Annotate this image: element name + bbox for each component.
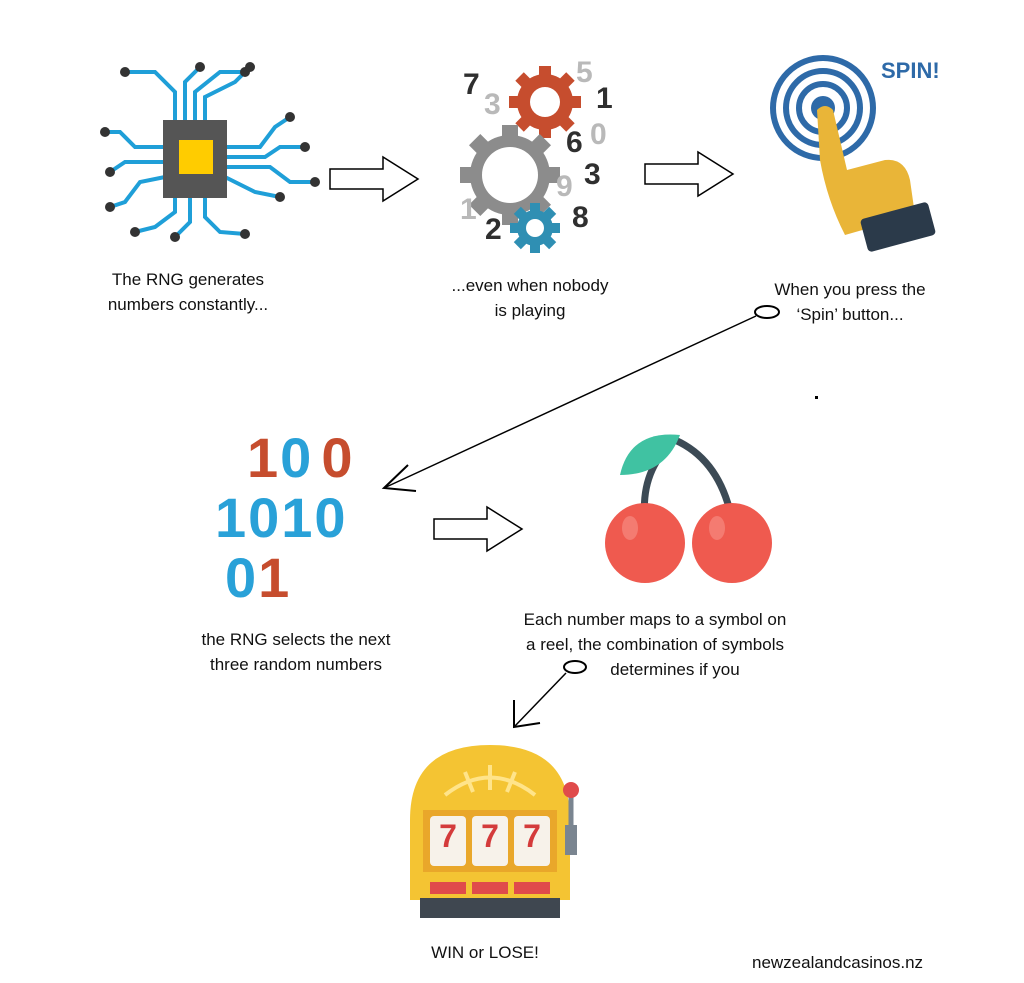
step4-caption-line1: the RNG selects the next — [201, 630, 391, 649]
step5-caption-line3: determines if you — [610, 660, 740, 679]
step3-caption-line1: When you press the — [774, 280, 926, 299]
slot-reel-3: 7 — [523, 818, 541, 854]
gear-number: 5 — [576, 56, 593, 89]
gear-number: 8 — [572, 201, 589, 234]
binary-digit: 0 — [321, 426, 355, 489]
gear-number: 7 — [463, 68, 480, 101]
gear-number: 1 — [460, 193, 477, 226]
binary-line-3: 01 — [225, 548, 291, 608]
step5-caption-line2: a reel, the combination of symbols — [526, 635, 784, 654]
step2-caption-line1: ...even when nobody — [451, 276, 609, 295]
arrow-right-icon — [644, 150, 735, 198]
binary-line-2: 1010 — [215, 486, 348, 549]
circuit-chip-icon — [100, 62, 320, 242]
step2-caption: ...even when nobody is playing — [430, 273, 630, 323]
gears-icon — [460, 66, 581, 253]
gear-number: 9 — [556, 170, 573, 203]
step3-caption-line2: ‘Spin’ button... — [796, 305, 904, 324]
gear-number: 1 — [596, 82, 613, 115]
gear-number: 3 — [584, 158, 601, 191]
slot-machine-icon — [410, 745, 579, 918]
step1-caption-line1: The RNG generates — [111, 270, 265, 289]
gear-number: 3 — [484, 88, 501, 121]
step5-caption: Each number maps to a symbol on a reel, … — [505, 607, 805, 682]
connector-arrow — [381, 305, 780, 492]
step3-caption: When you press the ‘Spin’ button... — [750, 277, 950, 327]
step1-caption: The RNG generates numbers constantly... — [88, 267, 288, 317]
step4-caption-line2: three random numbers — [210, 655, 382, 674]
slot-reel-2: 7 — [481, 818, 499, 854]
slot-reel-1: 7 — [439, 818, 457, 854]
stray-dot — [815, 396, 818, 399]
gear-number: 0 — [590, 118, 607, 151]
binary-digit: 1 — [247, 426, 281, 489]
spin-label: SPIN! — [881, 58, 940, 83]
gear-number: 6 — [566, 126, 583, 159]
gear-number: 2 — [485, 213, 502, 246]
spin-hand-icon — [770, 55, 936, 252]
arrow-right-icon — [433, 505, 524, 553]
step2-caption-line2: is playing — [494, 301, 566, 320]
connector-arrow — [513, 660, 587, 729]
binary-digit: 1 — [258, 546, 292, 609]
step6-caption: WIN or LOSE! — [431, 943, 539, 962]
arrow-right-icon — [329, 155, 420, 203]
binary-digit: 0 — [280, 426, 314, 489]
cherries-icon — [605, 434, 772, 583]
step4-caption: the RNG selects the next three random nu… — [176, 627, 416, 677]
site-credit: newzealandcasinos.nz — [752, 953, 924, 972]
step5-caption-line1: Each number maps to a symbol on — [523, 610, 787, 629]
binary-digit: 0 — [225, 546, 259, 609]
step1-caption-line2: numbers constantly... — [107, 295, 269, 314]
